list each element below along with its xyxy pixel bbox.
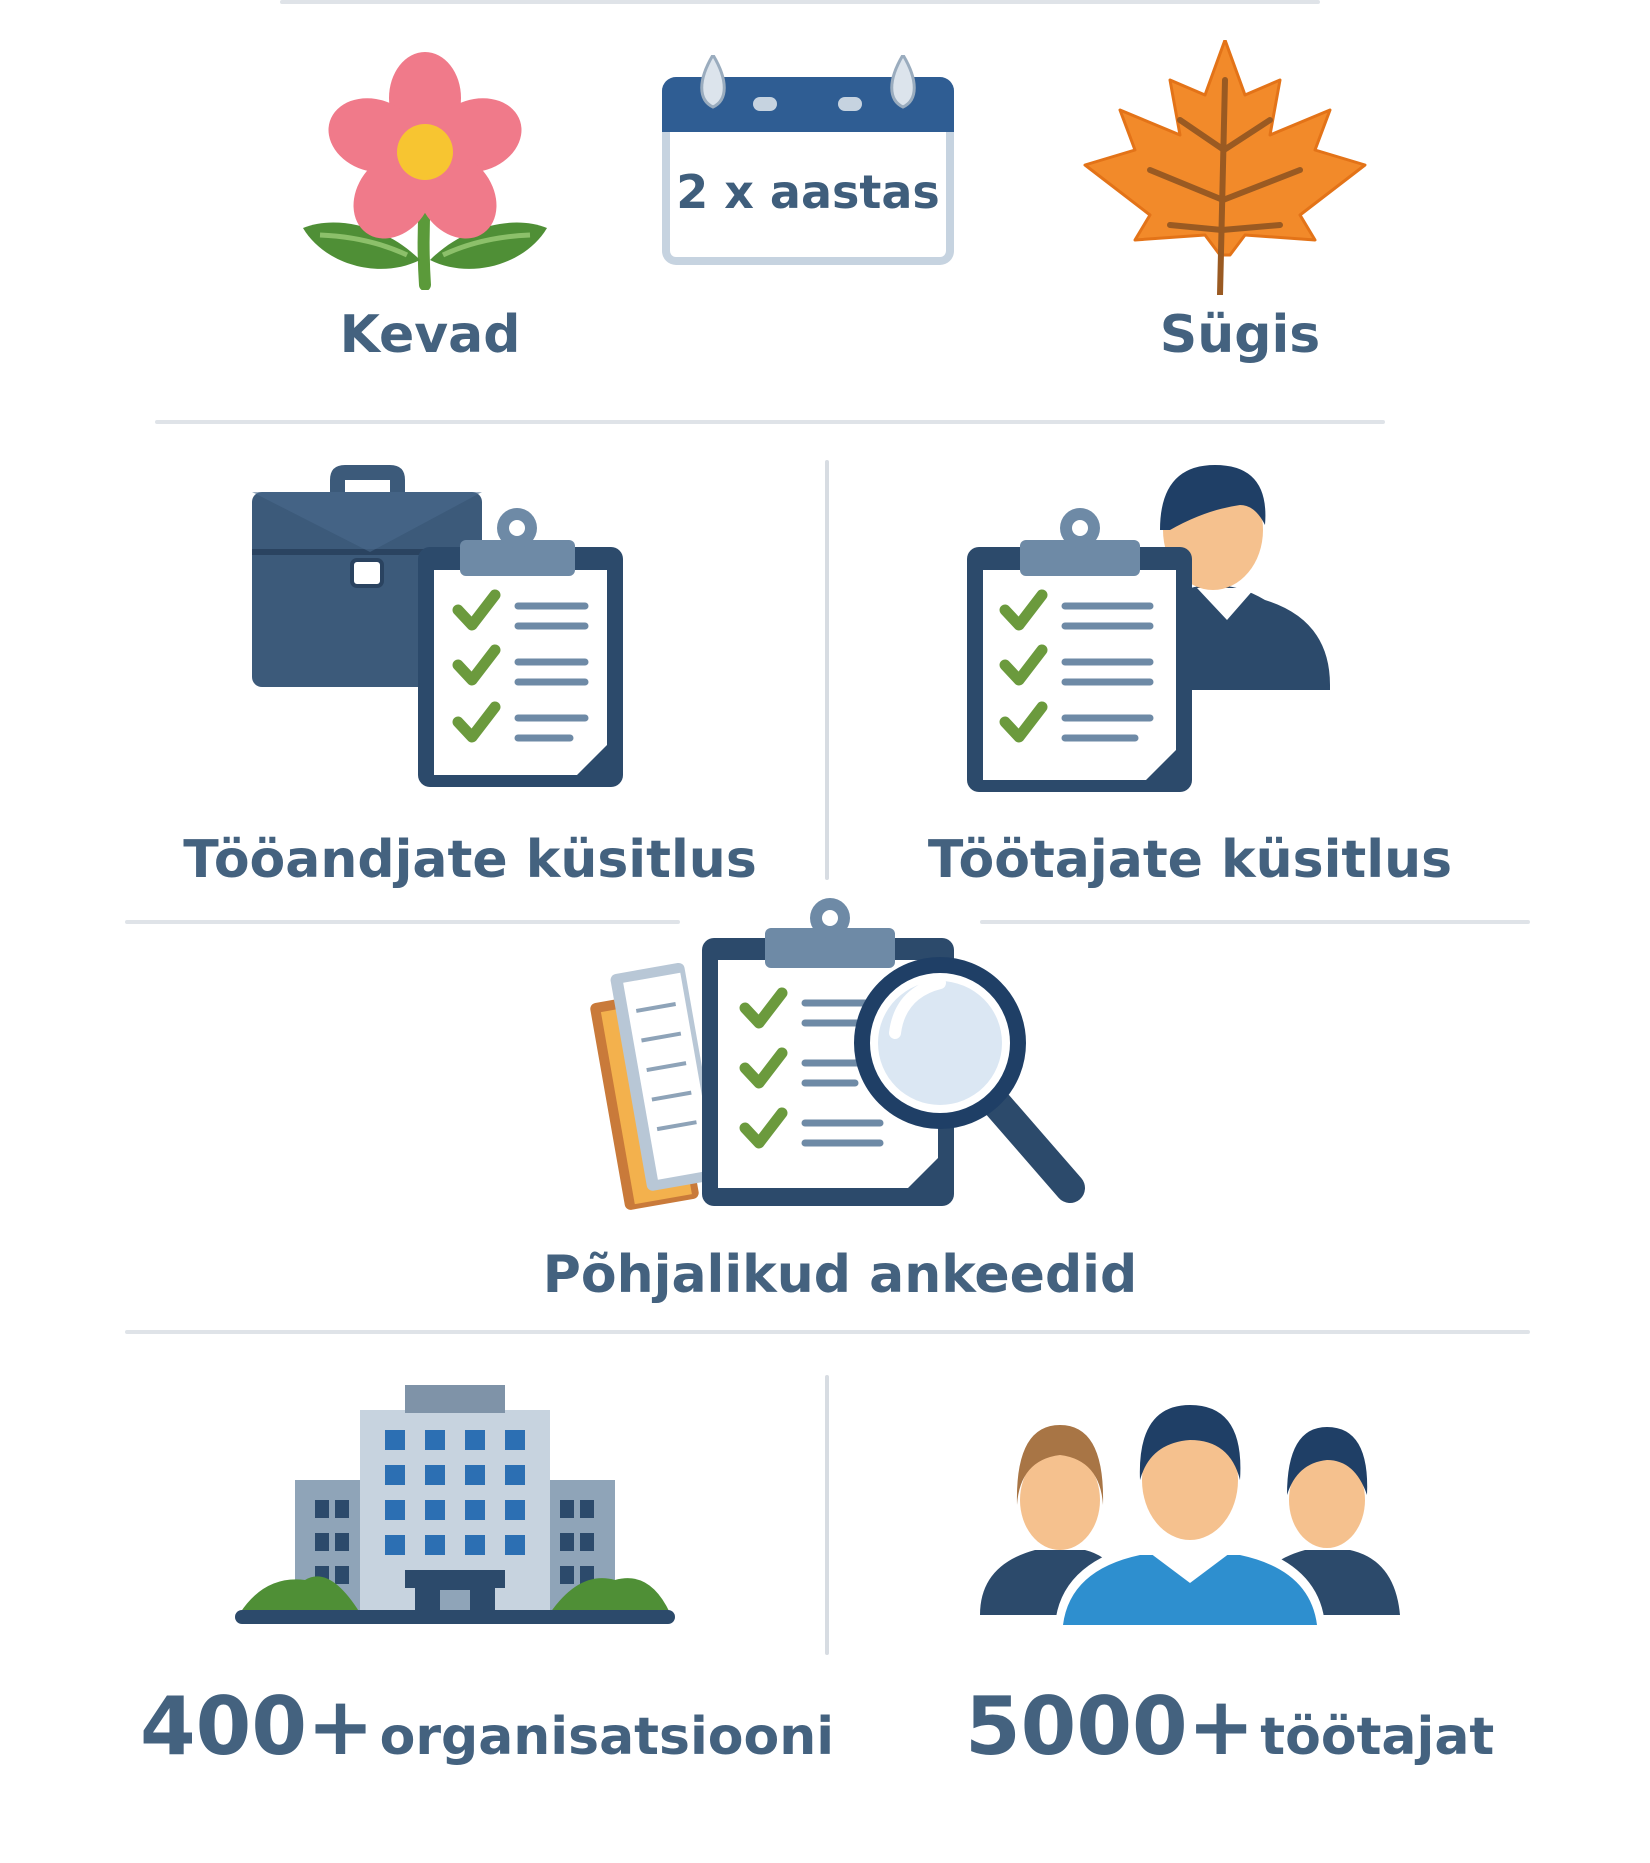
employee-survey-label: Töötajate küsitlus: [927, 830, 1453, 890]
section-divider-2-right: [980, 920, 1530, 924]
people-group-icon: [975, 1405, 1405, 1630]
employees-number: 5000+: [965, 1680, 1255, 1773]
person-clipboard-icon: [965, 460, 1335, 795]
maple-leaf-icon: [1080, 40, 1370, 295]
section-divider-2-left: [125, 920, 680, 924]
autumn-label: Sügis: [1159, 305, 1321, 365]
section-divider-1: [155, 420, 1385, 424]
detailed-questionnaires-label: Põhjalikud ankeedid: [542, 1245, 1138, 1305]
employer-survey-label: Tööandjate küsitlus: [183, 830, 757, 890]
building-icon: [235, 1385, 675, 1630]
clipboard-magnifier-icon: [590, 898, 1090, 1228]
stats-vertical-divider: [825, 1375, 829, 1655]
organizations-label: organisatsiooni: [379, 1707, 835, 1767]
organizations-stat: 400+ organisatsiooni: [140, 1680, 834, 1773]
survey-vertical-divider: [825, 460, 829, 880]
section-divider-3: [125, 1330, 1530, 1334]
calendar-icon: [658, 55, 958, 270]
top-divider: [280, 0, 1320, 4]
flower-icon: [295, 50, 555, 290]
spring-label: Kevad: [339, 305, 521, 365]
organizations-number: 400+: [140, 1680, 375, 1773]
employees-label: töötajat: [1260, 1707, 1495, 1767]
briefcase-clipboard-icon: [250, 460, 630, 790]
employees-stat: 5000+ töötajat: [965, 1680, 1494, 1773]
frequency-label: 2 x aastas: [676, 165, 940, 219]
